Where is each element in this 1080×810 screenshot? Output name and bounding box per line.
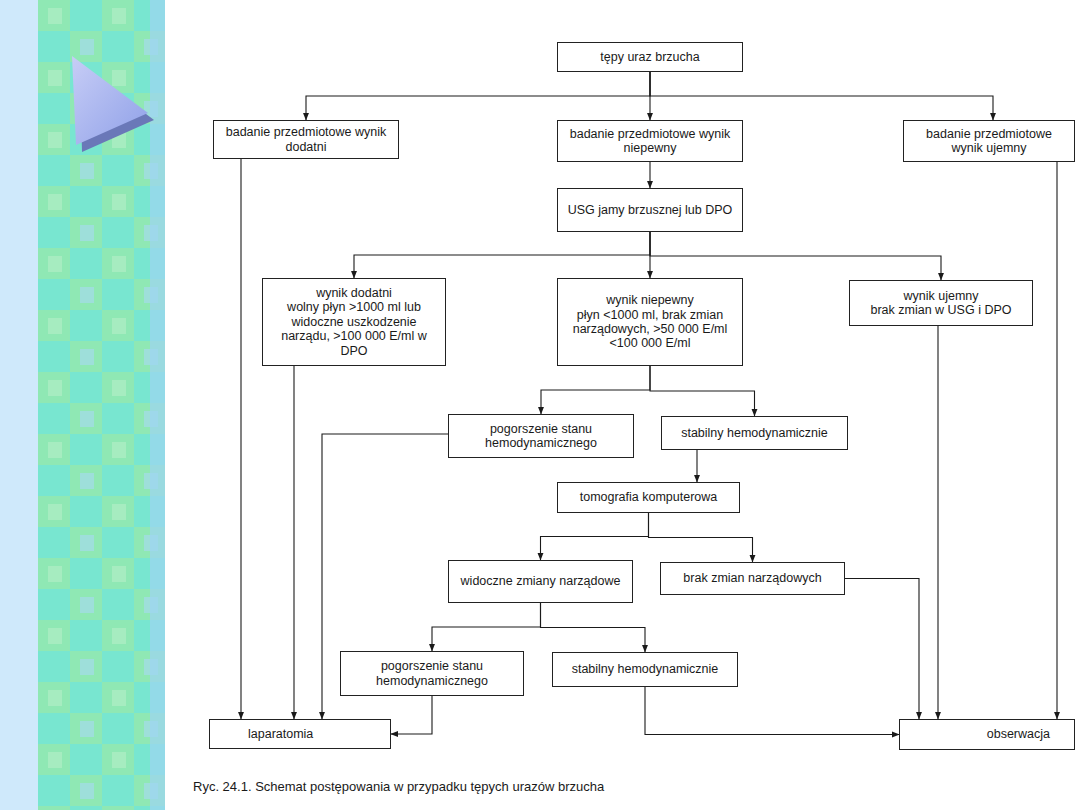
box-text: pogorszenie stanu hemodynamicznego bbox=[347, 659, 517, 688]
box-text: wynik niepewny bbox=[606, 293, 694, 307]
box-text: wolny płyn >1000 ml lub widoczne uszkodz… bbox=[269, 300, 439, 358]
box-text: obserwacja bbox=[987, 727, 1050, 741]
process-box: tomografia komputerowa bbox=[557, 482, 740, 513]
flow-arrow bbox=[649, 162, 650, 188]
box-text: USG jamy brzusznej lub DPO bbox=[568, 203, 733, 217]
box-text: płyn <1000 ml, brak zmian narządowych, >… bbox=[564, 308, 736, 351]
outcome-box: obserwacja bbox=[899, 719, 1075, 750]
process-box: tępy uraz brzucha bbox=[557, 42, 743, 72]
box-text: brak zmian w USG i DPO bbox=[870, 303, 1011, 317]
flow-arrow bbox=[845, 579, 919, 720]
box-text: tomografia komputerowa bbox=[580, 490, 718, 504]
process-box: stabilny hemodynamicznie bbox=[661, 416, 848, 450]
flow-arrow bbox=[541, 603, 646, 652]
box-text: badanie przedmiotowe wynik niepewny bbox=[564, 127, 736, 156]
flow-arrow bbox=[650, 232, 941, 280]
box-text: stabilny hemodynamicznie bbox=[681, 426, 828, 440]
figure-caption: Ryc. 24.1. Schemat postępowania w przypa… bbox=[193, 779, 604, 794]
process-box: badanie przedmiotowe wynik dodatni bbox=[213, 120, 399, 159]
flow-arrow bbox=[1056, 162, 1057, 719]
flow-arrow bbox=[649, 513, 753, 562]
box-text: brak zmian narządowych bbox=[683, 571, 821, 585]
flow-arrow bbox=[645, 687, 899, 735]
box-text: stabilny hemodynamicznie bbox=[572, 662, 719, 676]
flow-arrow bbox=[541, 513, 649, 560]
decorative-band bbox=[0, 0, 165, 810]
process-box: USG jamy brzusznej lub DPO bbox=[557, 188, 743, 232]
box-text: pogorszenie stanu hemodynamicznego bbox=[455, 422, 627, 451]
flow-arrow bbox=[354, 232, 650, 278]
process-box: pogorszenie stanu hemodynamicznego bbox=[448, 414, 634, 458]
process-box: badanie przedmiotowe wynik ujemny bbox=[903, 120, 1075, 162]
box-text: laparatomia bbox=[248, 727, 313, 741]
process-box: widoczne zmiany narządowe bbox=[448, 560, 633, 603]
flow-arrow bbox=[306, 72, 650, 120]
flow-arrow bbox=[650, 366, 755, 416]
process-box: stabilny hemodynamicznie bbox=[552, 652, 738, 687]
box-text: tępy uraz brzucha bbox=[600, 50, 699, 64]
result-box: wynik ujemnybrak zmian w USG i DPO bbox=[849, 280, 1033, 326]
result-box: wynik dodatniwolny płyn >1000 ml lub wid… bbox=[262, 278, 446, 366]
flow-arrow bbox=[650, 72, 993, 120]
flow-arrow bbox=[541, 366, 650, 414]
flow-arrow bbox=[240, 159, 241, 719]
box-text: badanie przedmiotowe wynik dodatni bbox=[220, 125, 392, 154]
box-text: badanie przedmiotowe wynik ujemny bbox=[910, 127, 1068, 156]
result-box: wynik niepewnypłyn <1000 ml, brak zmian … bbox=[557, 278, 743, 366]
process-box: badanie przedmiotowe wynik niepewny bbox=[557, 120, 743, 162]
box-text: widoczne zmiany narządowe bbox=[461, 574, 621, 588]
flow-arrow bbox=[432, 603, 541, 651]
flow-arrow bbox=[391, 696, 432, 734]
box-text: wynik dodatni bbox=[316, 286, 392, 300]
flow-arrow bbox=[937, 326, 938, 719]
flow-arrow bbox=[293, 366, 294, 719]
box-text: wynik ujemny bbox=[903, 289, 978, 303]
flow-arrow bbox=[696, 450, 697, 482]
outcome-box: laparatomia bbox=[209, 719, 391, 749]
process-box: pogorszenie stanu hemodynamicznego bbox=[340, 651, 524, 696]
process-box: brak zmian narządowych bbox=[660, 562, 845, 595]
